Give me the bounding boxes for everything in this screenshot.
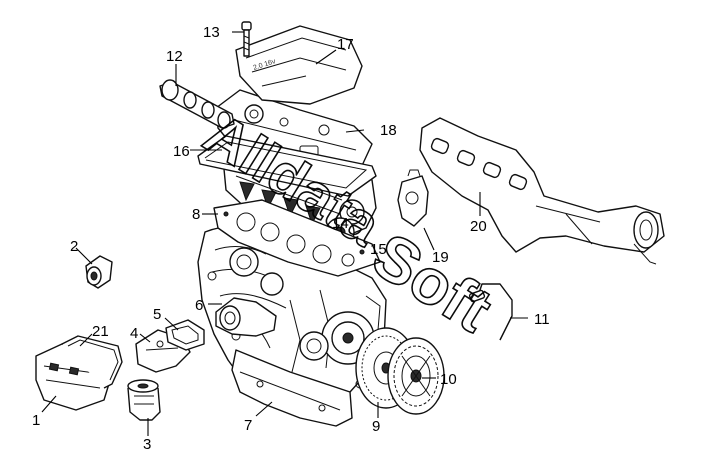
callout-labels: 13 17 12 18 16 8 20 19 15 14 2 11 5 21 6… — [32, 24, 550, 453]
cover-gasket — [197, 135, 377, 197]
callout-4: 4 — [130, 325, 138, 342]
egr-valve — [397, 169, 429, 227]
callout-15: 15 — [370, 241, 387, 258]
callout-18: 18 — [380, 122, 397, 139]
callout-7: 7 — [244, 417, 252, 434]
oil-pan — [231, 349, 353, 427]
callout-1: 1 — [32, 412, 40, 429]
callout-3: 3 — [143, 436, 151, 453]
callout-8: 8 — [192, 206, 200, 223]
thermostat-housing — [215, 297, 277, 337]
callout-17: 17 — [337, 36, 354, 53]
callout-12: 12 — [166, 48, 183, 65]
callout-2: 2 — [70, 238, 78, 255]
callout-9: 9 — [372, 418, 380, 435]
callout-20: 20 — [470, 218, 487, 235]
timing-cover-gasket — [61, 335, 123, 389]
callout-10: 10 — [440, 371, 457, 388]
exhaust-manifold — [419, 117, 665, 265]
camshaft — [159, 79, 235, 129]
callout-6: 6 — [195, 297, 203, 314]
cover-bolt — [241, 21, 252, 57]
leader-lines — [41, 31, 528, 436]
callout-19: 19 — [432, 249, 449, 266]
callout-14: 14 — [332, 215, 349, 232]
callout-16: 16 — [173, 143, 190, 160]
callout-5: 5 — [153, 306, 161, 323]
coolant-pipe — [468, 283, 513, 341]
water-outlet — [85, 255, 113, 289]
engine-cover: 2.0 16v — [235, 25, 363, 105]
callout-13: 13 — [203, 24, 220, 41]
callout-21: 21 — [92, 323, 109, 340]
clutch-pressure-plate — [387, 337, 445, 415]
callout-11: 11 — [534, 311, 550, 328]
head-gasket — [213, 199, 381, 277]
oil-filter — [127, 379, 161, 421]
